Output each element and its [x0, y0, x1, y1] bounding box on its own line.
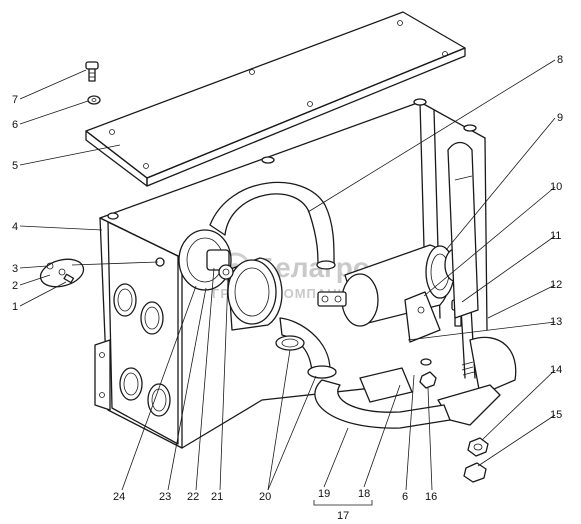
bolt	[85, 61, 99, 82]
terminal-plate	[39, 258, 85, 288]
callout-5: 5	[12, 160, 18, 172]
filter-cylinder	[178, 229, 283, 331]
leader-lines	[19, 59, 556, 506]
hex-nut	[467, 437, 489, 457]
callout-24: 24	[113, 491, 125, 503]
callout-15: 15	[550, 409, 562, 421]
side-strip	[447, 141, 479, 319]
callout-2: 2	[12, 280, 18, 292]
callout-13: 13	[550, 316, 562, 328]
bent-pipe	[209, 181, 336, 270]
callout-17: 17	[337, 510, 349, 522]
callout-3: 3	[12, 263, 18, 275]
callout-7: 7	[12, 94, 18, 106]
callout-1: 1	[12, 301, 18, 313]
lower-pipe	[275, 317, 337, 379]
lock-nut	[463, 462, 487, 483]
callout-22: 22	[187, 491, 199, 503]
callout-4: 4	[12, 221, 18, 233]
callout-labels: 7 6 5 4 3 2 1 8 9 10 11 12 13 14 15 24 2…	[12, 54, 563, 522]
callout-14: 14	[550, 364, 562, 376]
small-nut	[419, 358, 437, 389]
callout-10: 10	[550, 181, 562, 193]
callout-8: 8	[557, 54, 563, 66]
washer	[87, 95, 101, 105]
callout-20: 20	[259, 491, 271, 503]
callout-16: 16	[425, 491, 437, 503]
callout-12: 12	[550, 279, 562, 291]
callout-9: 9	[557, 112, 563, 124]
callout-23: 23	[159, 491, 171, 503]
cover-plate	[85, 11, 466, 187]
callout-18: 18	[358, 488, 370, 500]
callout-11: 11	[550, 230, 561, 242]
callout-21: 21	[211, 491, 223, 503]
callout-6-washer: 6	[12, 119, 18, 131]
callout-6-nut: 6	[402, 491, 408, 503]
sensor-unit	[317, 244, 466, 343]
callout-19: 19	[318, 488, 330, 500]
u-hose	[314, 367, 451, 429]
